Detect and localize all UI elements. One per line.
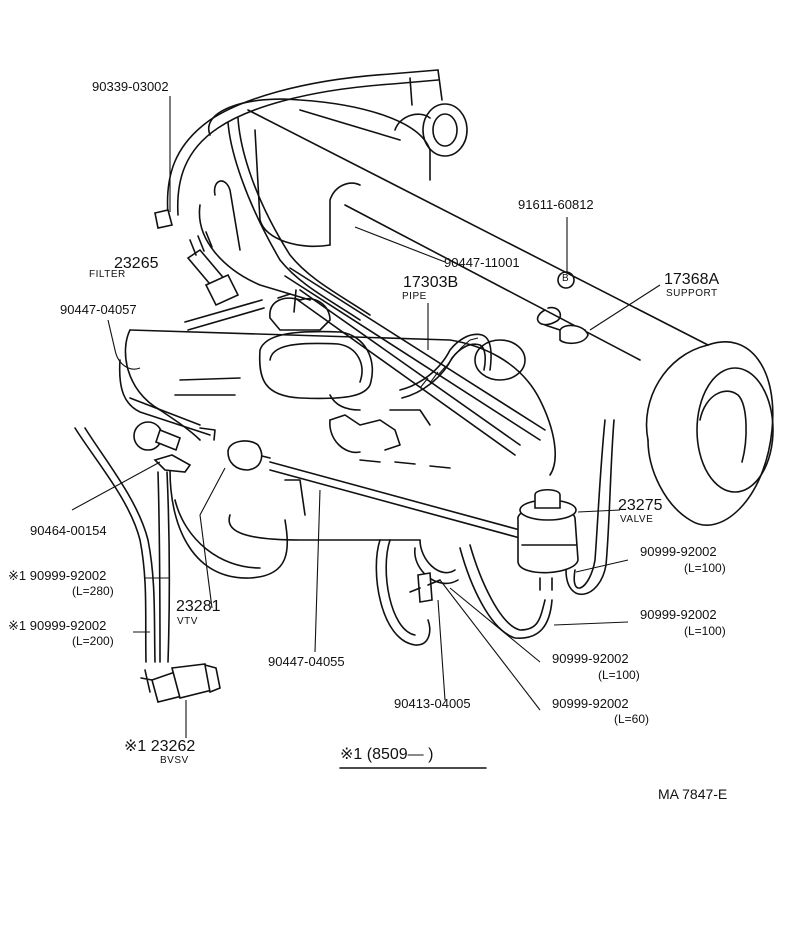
hose-length-r1: (L=100) — [684, 561, 726, 575]
main-vacuum-lines — [284, 267, 546, 456]
upper-hoses — [166, 69, 443, 321]
part-name-vtv: VTV — [177, 616, 198, 627]
hose-label-r2: 90999-92002 — [640, 607, 717, 622]
left-long-hoses — [74, 427, 171, 663]
part-name-bvsv: BVSV — [160, 755, 189, 766]
part-number-17368a: 17368A — [664, 271, 720, 288]
part-number-90447-04055: 90447-04055 — [268, 654, 345, 669]
part-name-support: SUPPORT — [666, 288, 718, 299]
part-name-valve: VALVE — [620, 514, 654, 525]
hose-label-l200: ※1 90999-92002 — [8, 618, 107, 633]
hose-90447-04057 — [118, 289, 297, 436]
clamp-support — [536, 271, 589, 345]
part-number-23265: 23265 — [114, 255, 159, 272]
part-number-90464: 90464-00154 — [30, 523, 107, 538]
right-vacuum-hoses — [375, 419, 615, 646]
valve-23275 — [517, 488, 579, 591]
part-name-pipe: PIPE — [402, 291, 427, 302]
ref-marker-b: B — [562, 273, 569, 284]
hose-length-l200: (L=200) — [72, 634, 114, 648]
part-number-90413: 90413-04005 — [394, 696, 471, 711]
hose-label-r4: 90999-92002 — [552, 696, 629, 711]
hose-label-r1: 90999-92002 — [640, 544, 717, 559]
part-number-90339: 90339-03002 — [92, 79, 169, 94]
part-number-23262: ※1 23262 — [124, 738, 196, 755]
part-number-91611: 91611-60812 — [518, 197, 594, 212]
part-number-23275: 23275 — [618, 497, 663, 514]
hose-label-r3: 90999-92002 — [552, 651, 629, 666]
hose-length-l280: (L=280) — [72, 584, 114, 598]
hose-length-r4: (L=60) — [614, 712, 650, 726]
hose-label-l280: ※1 90999-92002 — [8, 568, 107, 583]
vtv-area — [133, 421, 521, 539]
leader-lines — [71, 96, 661, 738]
bvsv-23262 — [140, 663, 221, 703]
part-number-17303b: 17303B — [403, 274, 459, 291]
pipe-17303b-coil — [399, 333, 492, 399]
footnote-production-date: ※1 (8509— ) — [340, 746, 434, 763]
hose-length-r2: (L=100) — [684, 624, 726, 638]
part-number-23281: 23281 — [176, 598, 221, 615]
filter-23265 — [154, 209, 240, 307]
diagram-code: MA 7847-E — [658, 786, 728, 802]
air-cleaner-housing — [247, 109, 774, 526]
part-number-90447-04057: 90447-04057 — [60, 302, 137, 317]
hose-length-r3: (L=100) — [598, 668, 640, 682]
part-number-90447-11001: 90447-11001 — [444, 255, 520, 270]
part-name-filter: FILTER — [89, 269, 126, 280]
engine-upper-body — [207, 98, 468, 251]
